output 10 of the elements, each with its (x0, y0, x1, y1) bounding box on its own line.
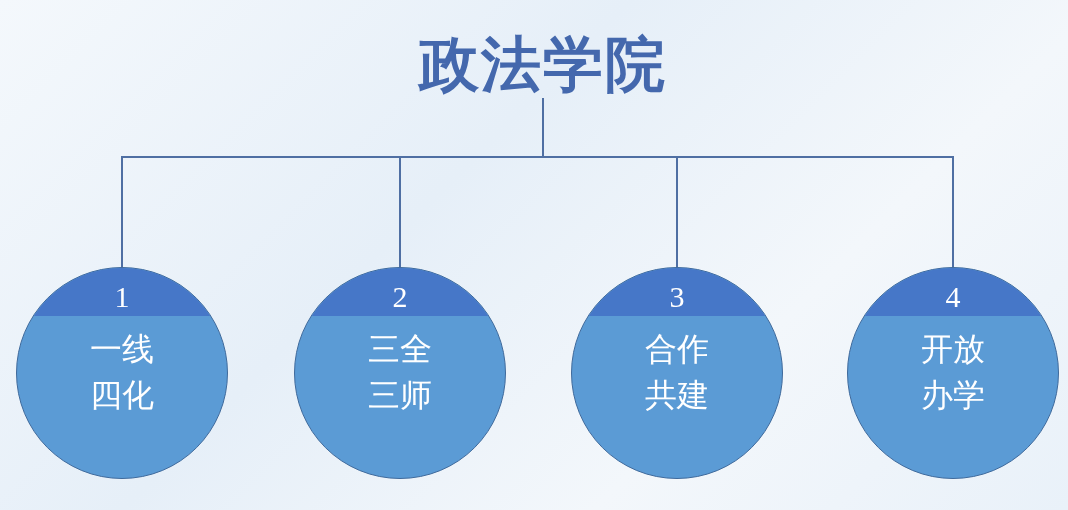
circle-number: 1 (114, 282, 130, 312)
circle-number: 3 (669, 282, 685, 312)
circle-number: 2 (392, 282, 408, 312)
circle-label: 合作共建 (644, 329, 710, 417)
title-text: 政法学院 (395, 30, 691, 98)
circle-label: 一线四化 (89, 329, 155, 417)
circle-label: 开放办学 (920, 329, 986, 417)
circle-label: 三全三师 (367, 329, 433, 417)
circle-number: 4 (945, 282, 961, 312)
connector-line (542, 97, 954, 268)
